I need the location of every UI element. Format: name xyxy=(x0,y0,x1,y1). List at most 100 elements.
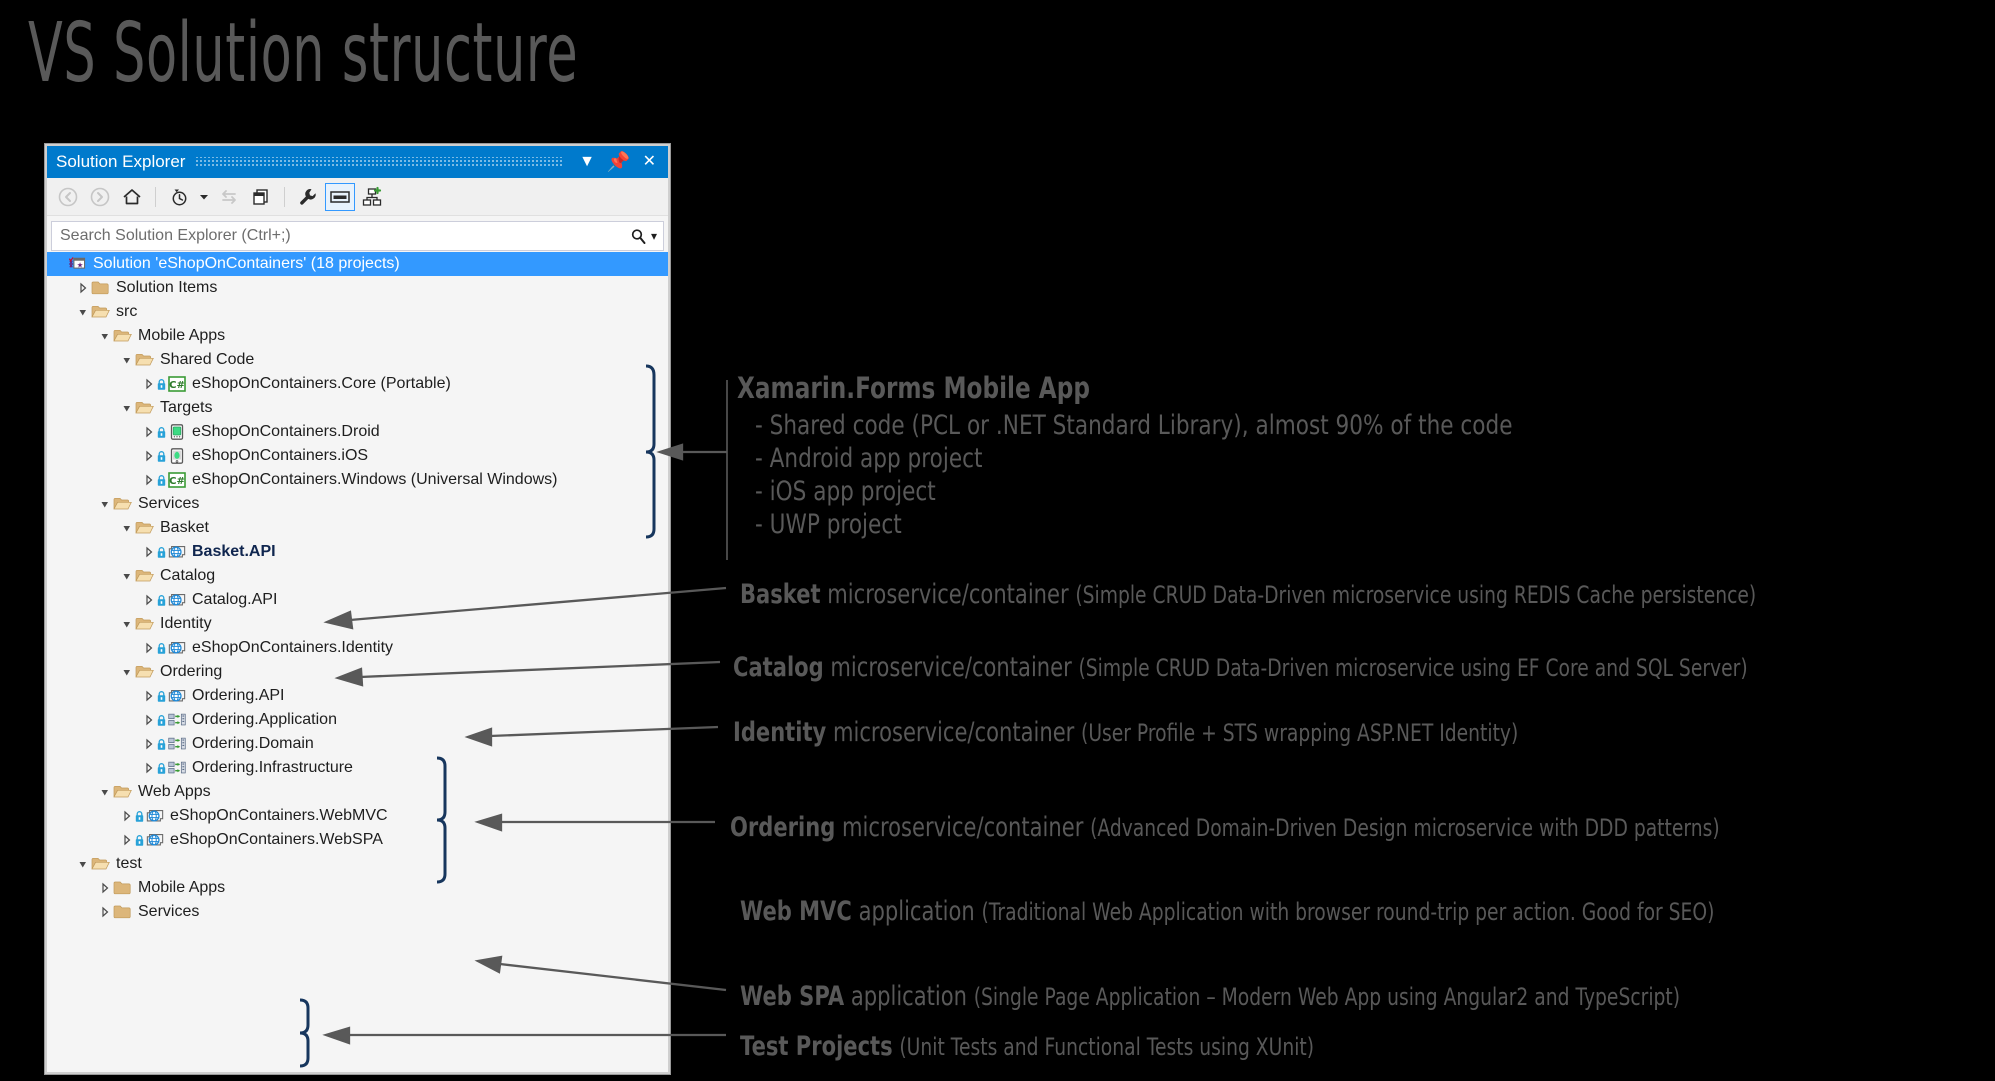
lock-icon xyxy=(157,642,166,655)
tree-row[interactable]: test xyxy=(47,852,668,876)
tree-row[interactable]: eShopOnContainers.WebSPA xyxy=(47,828,668,852)
chevron-right-icon[interactable] xyxy=(141,688,157,704)
tree-row[interactable]: C#eShopOnContainers.Core (Portable) xyxy=(47,372,668,396)
solution-tree[interactable]: ★Solution 'eShopOnContainers' (18 projec… xyxy=(47,251,668,1072)
tree-row[interactable]: eShopOnContainers.Identity xyxy=(47,636,668,660)
chevron-down-icon[interactable] xyxy=(97,496,113,512)
chevron-right-icon[interactable] xyxy=(75,280,91,296)
tree-row[interactable]: eShopOnContainers.Droid xyxy=(47,420,668,444)
folder-open-icon xyxy=(113,496,132,512)
tree-row-label: Solution Items xyxy=(116,279,218,296)
annotation-xamarin-item: - UWP project xyxy=(755,509,902,540)
annotation-webspa-detail: (Single Page Application – Modern Web Ap… xyxy=(973,983,1681,1011)
page-title: VS Solution structure xyxy=(28,6,579,101)
chevron-right-icon[interactable] xyxy=(141,592,157,608)
tree-row[interactable]: Catalog.API xyxy=(47,588,668,612)
chevron-right-icon[interactable] xyxy=(141,448,157,464)
tree-row-label: Catalog.API xyxy=(192,591,278,608)
chevron-down-icon[interactable] xyxy=(119,520,135,536)
chevron-down-icon[interactable] xyxy=(75,304,91,320)
csharp-project-icon: C# xyxy=(168,376,186,392)
tree-row-label: Shared Code xyxy=(160,351,255,368)
chevron-down-icon[interactable] xyxy=(97,784,113,800)
chevron-down-icon[interactable] xyxy=(97,328,113,344)
preview-selected-items-icon[interactable] xyxy=(246,183,276,211)
view-class-diagram-icon[interactable] xyxy=(357,183,387,211)
row-icon-group xyxy=(135,616,154,632)
tree-row[interactable]: Basket xyxy=(47,516,668,540)
row-icon-group xyxy=(113,904,132,920)
search-dropdown-icon[interactable]: ▾ xyxy=(650,229,657,243)
tree-row-label: Web Apps xyxy=(138,783,211,800)
tree-row[interactable]: Targets xyxy=(47,396,668,420)
search-input[interactable]: Search Solution Explorer (Ctrl+;) ▾ xyxy=(51,221,664,251)
chevron-down-icon[interactable] xyxy=(196,183,212,211)
annotation-ordering-detail: (Advanced Domain-Driven Design microserv… xyxy=(1090,814,1720,842)
chevron-right-icon[interactable] xyxy=(141,736,157,752)
chevron-down-icon[interactable] xyxy=(119,664,135,680)
tree-row[interactable]: C#eShopOnContainers.Windows (Universal W… xyxy=(47,468,668,492)
chevron-right-icon[interactable] xyxy=(141,376,157,392)
tree-row[interactable]: Mobile Apps xyxy=(47,876,668,900)
tree-row[interactable]: Shared Code xyxy=(47,348,668,372)
chevron-down-icon[interactable] xyxy=(75,856,91,872)
pin-icon[interactable]: 📌 xyxy=(606,151,631,173)
forward-icon[interactable] xyxy=(85,183,115,211)
web-project-icon xyxy=(146,808,164,824)
chevron-right-icon[interactable] xyxy=(141,472,157,488)
properties-wrench-icon[interactable] xyxy=(293,183,323,211)
sync-with-active-document-icon[interactable] xyxy=(214,183,244,211)
tree-row[interactable]: Solution Items xyxy=(47,276,668,300)
row-icon-group xyxy=(113,496,132,512)
tree-row[interactable]: Services xyxy=(47,492,668,516)
tree-row[interactable]: Identity xyxy=(47,612,668,636)
tree-row[interactable]: Basket.API xyxy=(47,540,668,564)
row-icon-group xyxy=(135,568,154,584)
chevron-down-icon[interactable] xyxy=(53,256,69,272)
solution-explorer-titlebar: Solution Explorer ▼ 📌 ✕ xyxy=(47,146,668,178)
chevron-down-icon[interactable] xyxy=(119,616,135,632)
tree-row[interactable]: eShopOnContainers.iOS xyxy=(47,444,668,468)
chevron-right-icon[interactable] xyxy=(141,712,157,728)
tree-row[interactable]: Ordering xyxy=(47,660,668,684)
tree-row[interactable]: Ordering.Infrastructure xyxy=(47,756,668,780)
chevron-down-icon[interactable] xyxy=(119,400,135,416)
folder-open-icon xyxy=(113,784,132,800)
chevron-right-icon[interactable] xyxy=(141,640,157,656)
tree-row[interactable]: Mobile Apps xyxy=(47,324,668,348)
show-all-files-icon[interactable] xyxy=(325,182,355,211)
chevron-down-icon[interactable] xyxy=(119,352,135,368)
tree-row[interactable]: eShopOnContainers.WebMVC xyxy=(47,804,668,828)
tree-row[interactable]: Ordering.Application xyxy=(47,708,668,732)
tree-row[interactable]: Services xyxy=(47,900,668,924)
annotation-ordering-head: Ordering xyxy=(730,812,836,843)
home-icon[interactable] xyxy=(117,183,147,211)
search-icon[interactable] xyxy=(630,228,647,245)
annotation-identity-mid: microservice/container xyxy=(826,717,1082,748)
tree-row[interactable]: src xyxy=(47,300,668,324)
chevron-right-icon[interactable] xyxy=(141,760,157,776)
back-icon[interactable] xyxy=(53,183,83,211)
pending-changes-clock-icon[interactable] xyxy=(164,183,194,211)
chevron-down-icon[interactable]: ▼ xyxy=(579,153,595,170)
solution-explorer-toolbar xyxy=(47,178,668,216)
tree-row-selected[interactable]: ★Solution 'eShopOnContainers' (18 projec… xyxy=(47,252,668,276)
tree-row[interactable]: Ordering.Domain xyxy=(47,732,668,756)
tree-row[interactable]: Ordering.API xyxy=(47,684,668,708)
chevron-right-icon[interactable] xyxy=(141,424,157,440)
close-icon[interactable]: ✕ xyxy=(642,153,656,170)
chevron-right-icon[interactable] xyxy=(141,544,157,560)
chevron-right-icon[interactable] xyxy=(119,832,135,848)
search-placeholder: Search Solution Explorer (Ctrl+;) xyxy=(60,227,291,244)
row-icon-group xyxy=(157,736,186,752)
svg-text:C#: C# xyxy=(169,380,185,391)
tree-row[interactable]: Web Apps xyxy=(47,780,668,804)
chevron-right-icon[interactable] xyxy=(119,808,135,824)
annotation-xamarin-item: - iOS app project xyxy=(755,476,936,507)
chevron-right-icon[interactable] xyxy=(97,880,113,896)
chevron-down-icon[interactable] xyxy=(119,568,135,584)
web-project-icon xyxy=(168,688,186,704)
annotation-identity-detail: (User Profile + STS wrapping ASP.NET Ide… xyxy=(1081,719,1519,747)
chevron-right-icon[interactable] xyxy=(97,904,113,920)
tree-row[interactable]: Catalog xyxy=(47,564,668,588)
